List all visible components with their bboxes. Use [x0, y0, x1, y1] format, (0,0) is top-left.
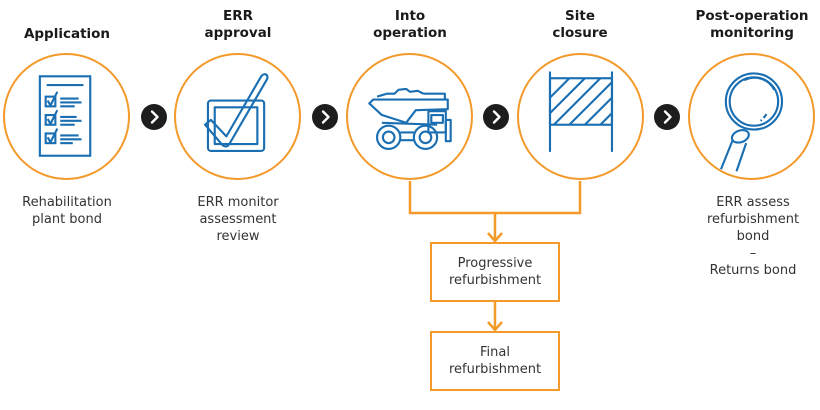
substep-final-refurbishment: Final refurbishment	[430, 331, 560, 391]
stage-title-line: Post-operation	[695, 8, 809, 24]
chevron-right-icon	[654, 104, 680, 130]
stage-description-err-approval: ERR monitor assessment review	[163, 194, 313, 245]
stage-description-post-operation-monitoring: ERR assess refurbishment bond – Returns …	[678, 194, 820, 279]
stage-title-line: closure	[552, 25, 608, 41]
description-line: ERR monitor	[197, 195, 279, 210]
description-line: ERR assess	[716, 195, 790, 210]
stage-title-application: Application	[0, 26, 147, 43]
description-line: refurbishment	[706, 212, 800, 227]
stage-title-line: ERR	[222, 8, 253, 24]
description-line: assessment	[199, 212, 277, 227]
stage-description-application: Rehabilitation plant bond	[0, 194, 142, 228]
checklist-document-icon	[38, 75, 92, 157]
stage-title-site-closure: Site closure	[500, 8, 660, 42]
chevron-right-icon	[483, 104, 509, 130]
stage-title-line: approval	[204, 25, 272, 41]
checkbox-tick-icon	[203, 73, 269, 152]
substep-label-line: refurbishment	[448, 362, 542, 377]
chevron-right-icon	[141, 104, 167, 130]
description-line: plant bond	[32, 212, 102, 227]
stage-circle-into-operation	[346, 53, 473, 180]
arrowhead-2	[487, 321, 503, 332]
stage-title-line: Site	[565, 8, 595, 24]
description-line: Returns bond	[709, 263, 797, 278]
description-line: review	[216, 229, 260, 244]
stage-title-err-approval: ERR approval	[158, 8, 318, 42]
stage-title-line: Application	[23, 26, 111, 42]
stage-title-into-operation: Into operation	[330, 8, 490, 42]
stage-title-line: operation	[373, 25, 447, 41]
stage-circle-site-closure	[517, 53, 644, 180]
stage-circle-application	[3, 53, 130, 180]
description-line: bond	[736, 229, 770, 244]
stage-title-line: Into	[394, 8, 426, 24]
chevron-right-icon	[312, 104, 338, 130]
stage-circle-err-approval	[174, 53, 301, 180]
magnifying-glass-icon	[720, 72, 784, 172]
substep-progressive-refurbishment: Progressive refurbishment	[430, 242, 560, 302]
merge-line	[408, 181, 582, 215]
substep-label-line: Final	[480, 345, 510, 360]
description-line: Rehabilitation	[22, 195, 112, 210]
arrowhead-1	[487, 232, 503, 243]
stage-title-post-operation-monitoring: Post-operation monitoring	[672, 8, 820, 42]
description-line: –	[749, 246, 757, 261]
mining-dump-truck-icon	[368, 87, 452, 151]
substep-label-line: Progressive	[457, 256, 533, 271]
stage-title-line: monitoring	[710, 25, 794, 41]
stage-circle-post-operation-monitoring	[688, 53, 815, 180]
barrier-icon	[548, 71, 614, 152]
substep-label-line: refurbishment	[448, 273, 542, 288]
